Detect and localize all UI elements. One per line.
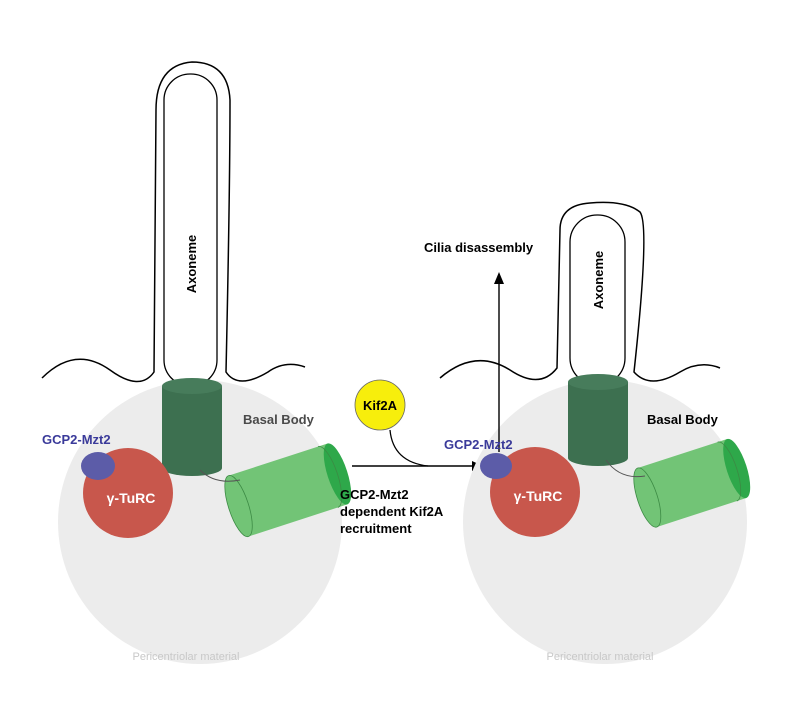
right-basal-body bbox=[568, 382, 628, 466]
left-basal-body bbox=[162, 386, 222, 476]
kif2a-label: Kif2A bbox=[363, 398, 398, 413]
left-panel: Axoneme GCP2-Mzt2 γ-TuRC Basal Body Peri… bbox=[41, 61, 352, 664]
left-gcp2-mzt2 bbox=[81, 452, 115, 480]
right-gcp2-mzt2 bbox=[480, 453, 512, 479]
right-membrane bbox=[439, 201, 721, 382]
left-linker bbox=[199, 469, 241, 482]
left-membrane bbox=[41, 61, 306, 383]
transition: Kif2A GCP2-Mzt2 dependent Kif2A recruitm… bbox=[340, 379, 483, 536]
left-basal-body-label: Basal Body bbox=[243, 412, 315, 427]
right-basal-body-label: Basal Body bbox=[647, 412, 719, 427]
left-pcm-label: Pericentriolar material bbox=[133, 651, 240, 663]
kif2a-joining-curve bbox=[389, 429, 429, 467]
recruitment-label-line1: GCP2-Mzt2 bbox=[340, 487, 409, 502]
kif2a-oval bbox=[354, 379, 406, 431]
right-gamma-turc bbox=[490, 447, 580, 537]
left-gamma-turc-label: γ-TuRC bbox=[107, 490, 156, 506]
left-axoneme bbox=[163, 73, 218, 387]
cilia-disassembly-label: Cilia disassembly bbox=[424, 240, 534, 255]
right-pcm-label: Pericentriolar material bbox=[547, 651, 654, 663]
right-panel: Cilia disassembly Axoneme GCP2-Mzt2 γ-Tu… bbox=[424, 201, 751, 664]
right-linker bbox=[605, 459, 646, 478]
right-gcp2-mzt2-label: GCP2-Mzt2 bbox=[444, 437, 513, 452]
left-axoneme-label: Axoneme bbox=[184, 235, 199, 294]
left-basal-body-top bbox=[162, 378, 222, 394]
recruitment-label-line3: recruitment bbox=[340, 521, 412, 536]
right-basal-body-top bbox=[568, 374, 628, 390]
recruitment-label-line2: dependent Kif2A bbox=[340, 504, 444, 519]
left-gcp2-mzt2-label: GCP2-Mzt2 bbox=[42, 432, 111, 447]
right-daughter-centriole bbox=[633, 438, 751, 528]
left-daughter-centriole bbox=[224, 443, 352, 538]
right-axoneme-label: Axoneme bbox=[591, 251, 606, 310]
right-gamma-turc-label: γ-TuRC bbox=[514, 488, 563, 504]
